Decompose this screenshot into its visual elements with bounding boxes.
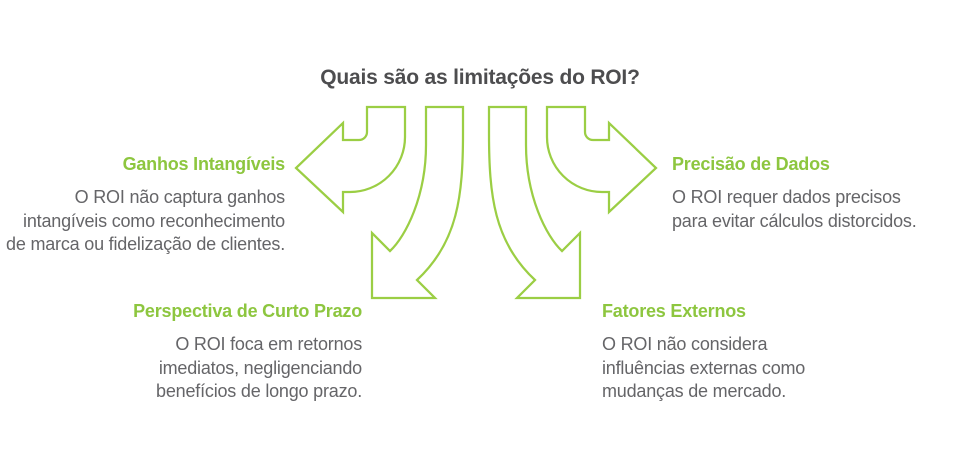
section-heading: Ganhos Intangíveis [122,154,286,174]
section-body: O ROI não captura ganhos intangíveis com… [6,187,285,254]
section-ganhos-intangiveis: Ganhos Intangíveis O ROI não captura gan… [5,153,285,257]
page-title: Quais são as limitações do ROI? [320,66,640,89]
section-heading: Fatores Externos [602,301,746,321]
section-precisao-de-dados: Precisão de Dados O ROI requer dados pre… [672,153,937,233]
arrow-down-left-icon [370,105,465,300]
section-perspectiva-curto-prazo: Perspectiva de Curto Prazo O ROI foca em… [102,300,362,404]
section-body: O ROI não considera influências externas… [602,334,806,401]
arrow-down-right-icon [487,105,582,300]
section-body: O ROI foca em retornos imediatos, neglig… [156,334,362,401]
section-body: O ROI requer dados precisos para evitar … [672,187,917,231]
section-heading: Perspectiva de Curto Prazo [133,301,362,321]
section-heading: Precisão de Dados [672,154,830,174]
arrow-right-icon [545,105,658,215]
arrow-left-icon [294,105,407,215]
section-fatores-externos: Fatores Externos O ROI não considera inf… [602,300,852,404]
